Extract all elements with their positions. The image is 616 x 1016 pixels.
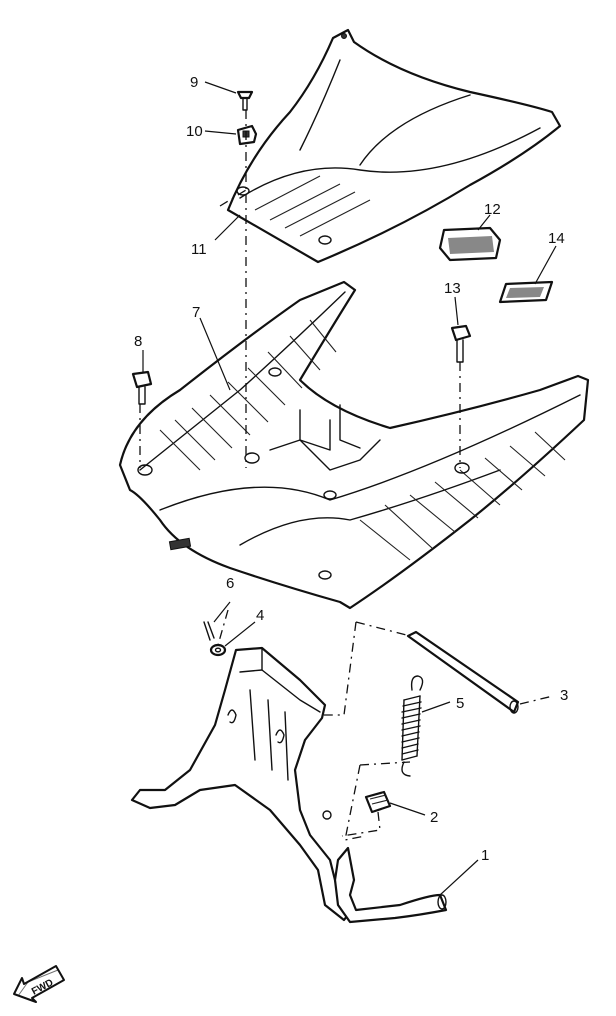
callout-6: 6: [226, 575, 234, 592]
stand-shaft: [406, 630, 520, 714]
callout-2: 2: [430, 809, 438, 826]
callout-14: 14: [548, 230, 565, 247]
callout-3: 3: [560, 687, 568, 704]
floor-board: [118, 280, 590, 610]
nut-clip: [236, 124, 258, 146]
cotter-pin: [203, 621, 215, 641]
pad-strip: [498, 280, 554, 304]
screw: [236, 90, 254, 111]
callout-12: 12: [484, 201, 501, 218]
callout-13: 13: [444, 280, 461, 297]
stand-lever: [333, 846, 448, 924]
main-stand: [130, 646, 352, 922]
callout-1: 1: [481, 847, 489, 864]
callout-10: 10: [186, 123, 203, 140]
bolt-right: [450, 324, 472, 363]
roller: [364, 790, 392, 814]
callout-7: 7: [192, 304, 200, 321]
assembly-lines: [139, 110, 554, 841]
callout-9: 9: [190, 74, 198, 91]
spring: [401, 675, 424, 777]
callout-11: 11: [191, 241, 207, 258]
bolt-left: [131, 370, 153, 405]
leader-lines: [142, 81, 557, 896]
upper-cover-panel: [226, 28, 562, 264]
callout-8: 8: [134, 333, 142, 350]
washer: [209, 643, 227, 657]
callout-5: 5: [456, 695, 464, 712]
callout-labels: 9 10 11 12 14 13 7 8 6 4 3 5 2 1: [134, 74, 568, 864]
callout-4: 4: [256, 607, 264, 624]
fwd-arrow-icon: FWD: [13, 965, 65, 1003]
pad-block: [438, 226, 502, 262]
